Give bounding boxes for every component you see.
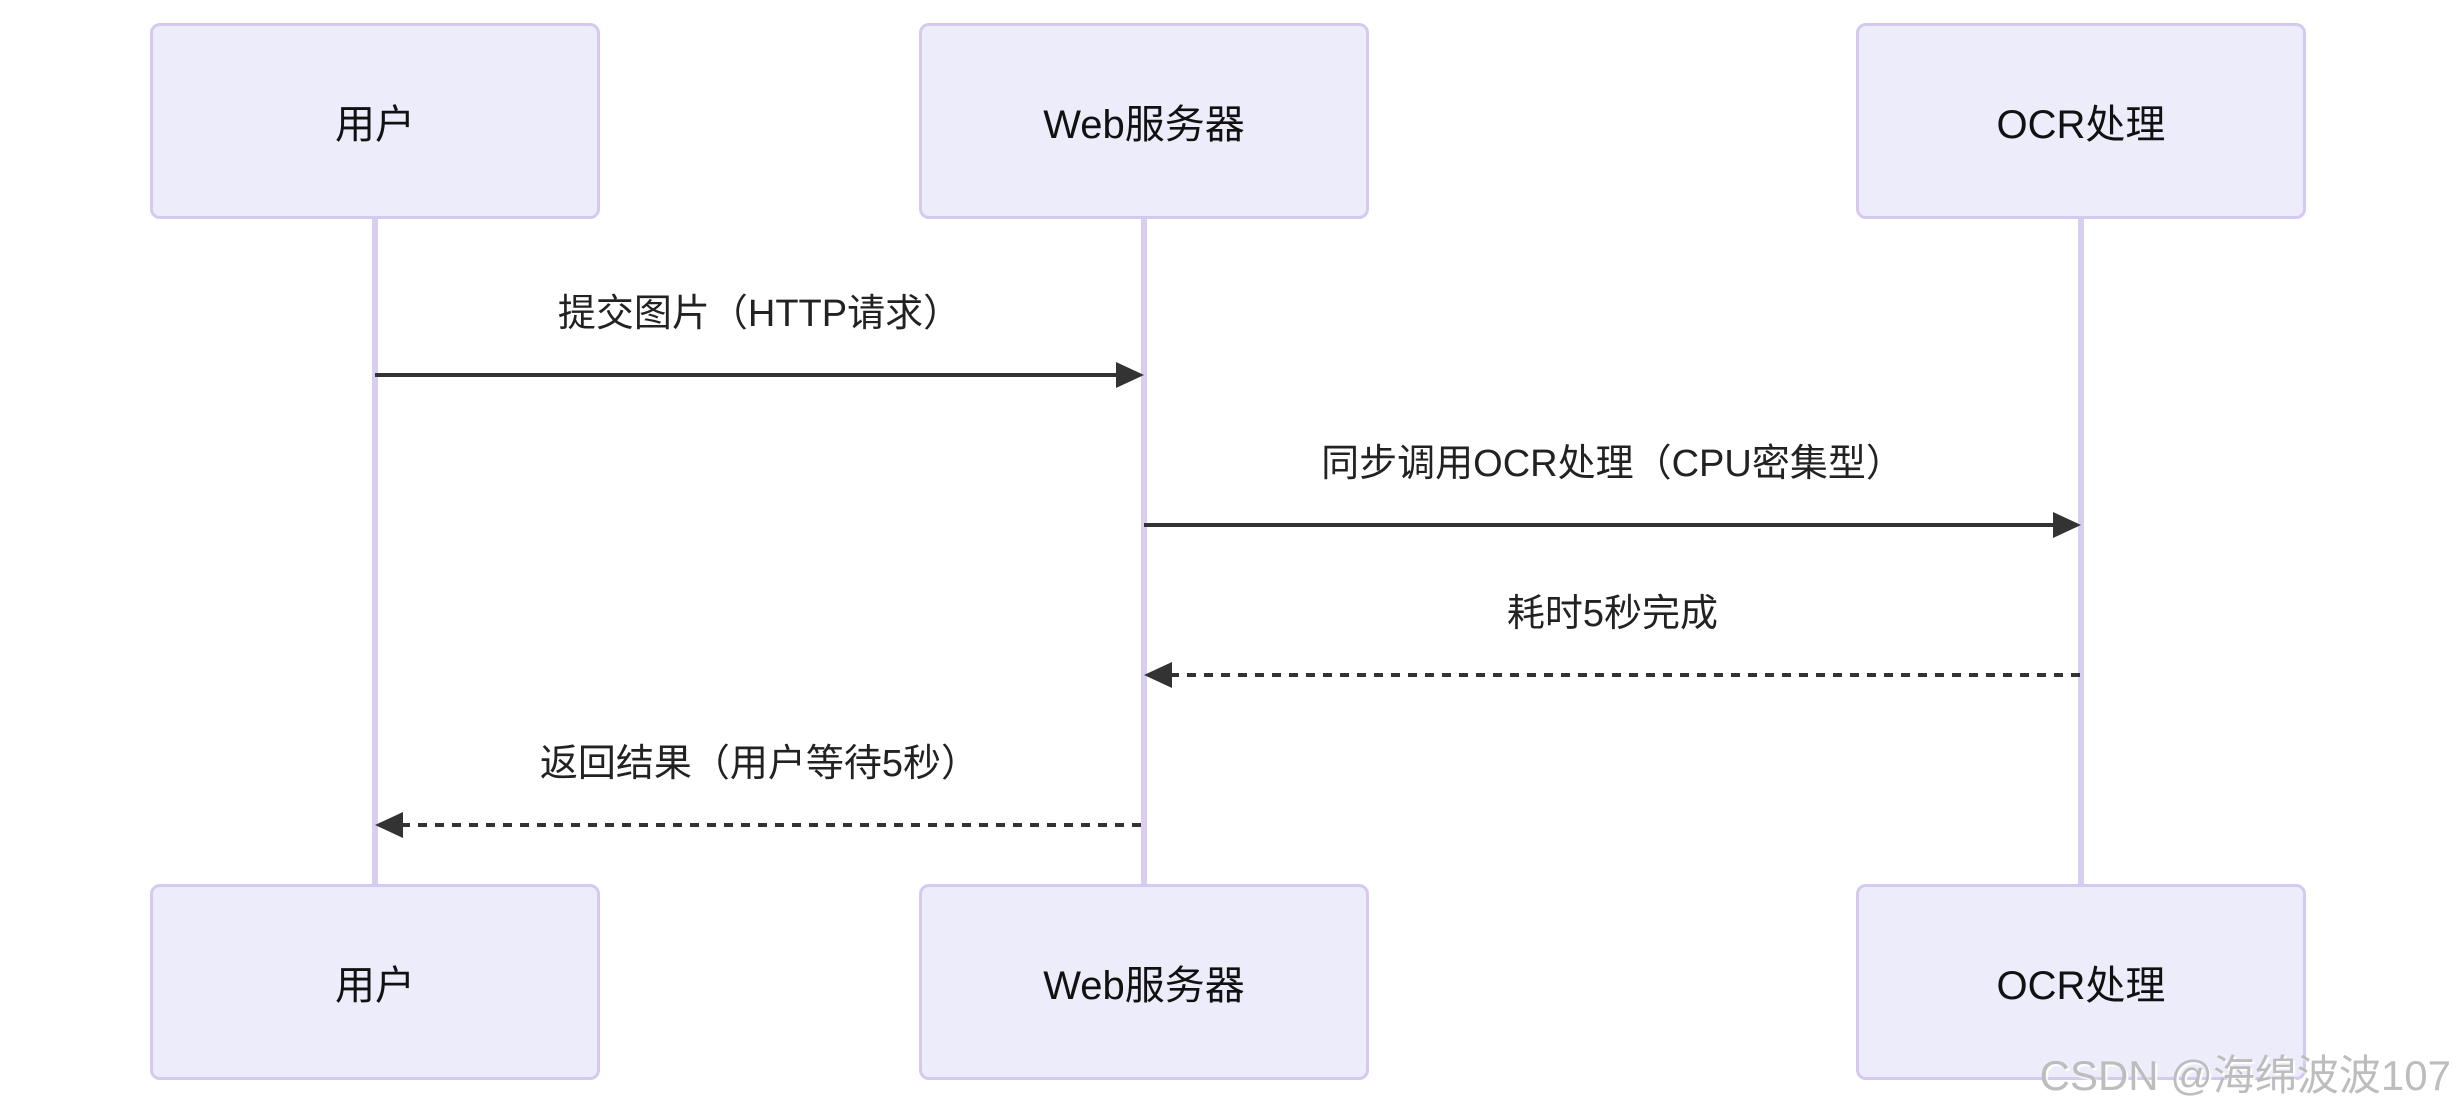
message-line-submit-image	[375, 373, 1118, 377]
message-label-took-5s: 耗时5秒完成	[1506, 593, 1719, 635]
actor-box-web-server-top: Web服务器	[919, 23, 1369, 219]
message-label-return-result: 返回结果（用户等待5秒）	[539, 743, 980, 785]
actor-box-user-bottom: 用户	[150, 884, 600, 1080]
actor-label-web-server: Web服务器	[1043, 964, 1245, 1008]
message-line-took-5s	[1170, 673, 2081, 677]
actor-label-ocr: OCR处理	[1996, 103, 2166, 147]
actor-box-ocr-top: OCR处理	[1856, 23, 2306, 219]
message-line-return-result	[401, 823, 1144, 827]
actor-box-web-server-bottom: Web服务器	[919, 884, 1369, 1080]
arrowhead-right-icon	[2053, 512, 2081, 538]
actor-box-ocr-bottom: OCR处理	[1856, 884, 2306, 1080]
message-label-sync-call-ocr: 同步调用OCR处理（CPU密集型）	[1321, 443, 1904, 485]
actor-label-user: 用户	[335, 964, 415, 1008]
arrowhead-left-icon	[375, 812, 403, 838]
actor-label-ocr: OCR处理	[1996, 964, 2166, 1008]
arrowhead-left-icon	[1144, 662, 1172, 688]
message-line-sync-call-ocr	[1144, 523, 2055, 527]
actor-box-user-top: 用户	[150, 23, 600, 219]
message-label-submit-image: 提交图片（HTTP请求）	[557, 293, 962, 335]
lifeline-user	[372, 219, 378, 884]
lifeline-web-server	[1141, 219, 1147, 884]
actor-label-user: 用户	[335, 103, 415, 147]
arrowhead-right-icon	[1116, 362, 1144, 388]
watermark: CSDN @海绵波波107	[2039, 1052, 2451, 1099]
actor-label-web-server: Web服务器	[1043, 103, 1245, 147]
lifeline-ocr	[2078, 219, 2084, 884]
